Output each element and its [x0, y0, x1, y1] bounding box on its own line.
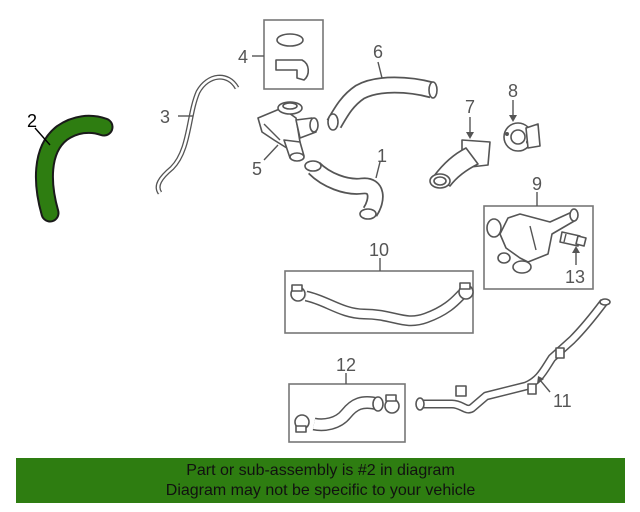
callout-12: 12 — [336, 355, 356, 375]
leader-11-arrow — [537, 376, 544, 384]
part-6-hose[interactable] — [326, 76, 438, 131]
callout-7: 7 — [465, 97, 475, 117]
callout-4: 4 — [238, 47, 248, 67]
part-10-clamp-right[interactable] — [458, 282, 474, 300]
banner-line-2: Diagram may not be specific to your vehi… — [165, 482, 476, 499]
callout-8: 8 — [508, 81, 518, 101]
callout-13: 13 — [565, 267, 585, 287]
leader-6 — [377, 61, 383, 79]
part-5-housing[interactable] — [257, 101, 319, 162]
part-10-clamp-left[interactable] — [290, 284, 306, 302]
callout-6: 6 — [373, 42, 383, 62]
leader-2 — [34, 127, 51, 146]
part-4-gasket[interactable] — [276, 33, 304, 47]
part-13-sensor[interactable] — [559, 231, 587, 247]
callout-2: 2 — [27, 111, 37, 131]
leader-7-arrow — [466, 132, 474, 139]
callout-1: 1 — [377, 146, 387, 166]
part-3-tube[interactable] — [155, 74, 240, 195]
part-4-bracket[interactable] — [275, 59, 310, 81]
part-2-hose[interactable] — [34, 114, 114, 223]
leader-1 — [375, 161, 381, 179]
callout-9: 9 — [532, 174, 542, 194]
part-1-hose[interactable] — [304, 160, 384, 220]
callout-3: 3 — [160, 107, 170, 127]
leader-13-arrow — [572, 246, 580, 253]
callout-10: 10 — [369, 240, 389, 260]
part-12-clamp-right[interactable] — [384, 394, 400, 414]
part-12-hose[interactable] — [312, 395, 384, 432]
callout-5: 5 — [252, 159, 262, 179]
part-8-thermostat[interactable] — [503, 122, 541, 152]
part-10-hose[interactable] — [304, 290, 466, 327]
leader-8-arrow — [509, 115, 517, 122]
part-12-clamp-left[interactable] — [294, 414, 310, 433]
leader-11 — [539, 379, 551, 393]
part-4-box — [263, 19, 324, 90]
banner-line-1: Part or sub-assembly is #2 in diagram — [186, 462, 455, 479]
part-9-housing[interactable] — [486, 208, 579, 274]
info-banner: Part or sub-assembly is #2 in diagram Di… — [16, 458, 625, 503]
callout-11: 11 — [553, 391, 572, 411]
leader-5 — [263, 144, 279, 161]
part-7-inlet[interactable] — [429, 139, 491, 189]
